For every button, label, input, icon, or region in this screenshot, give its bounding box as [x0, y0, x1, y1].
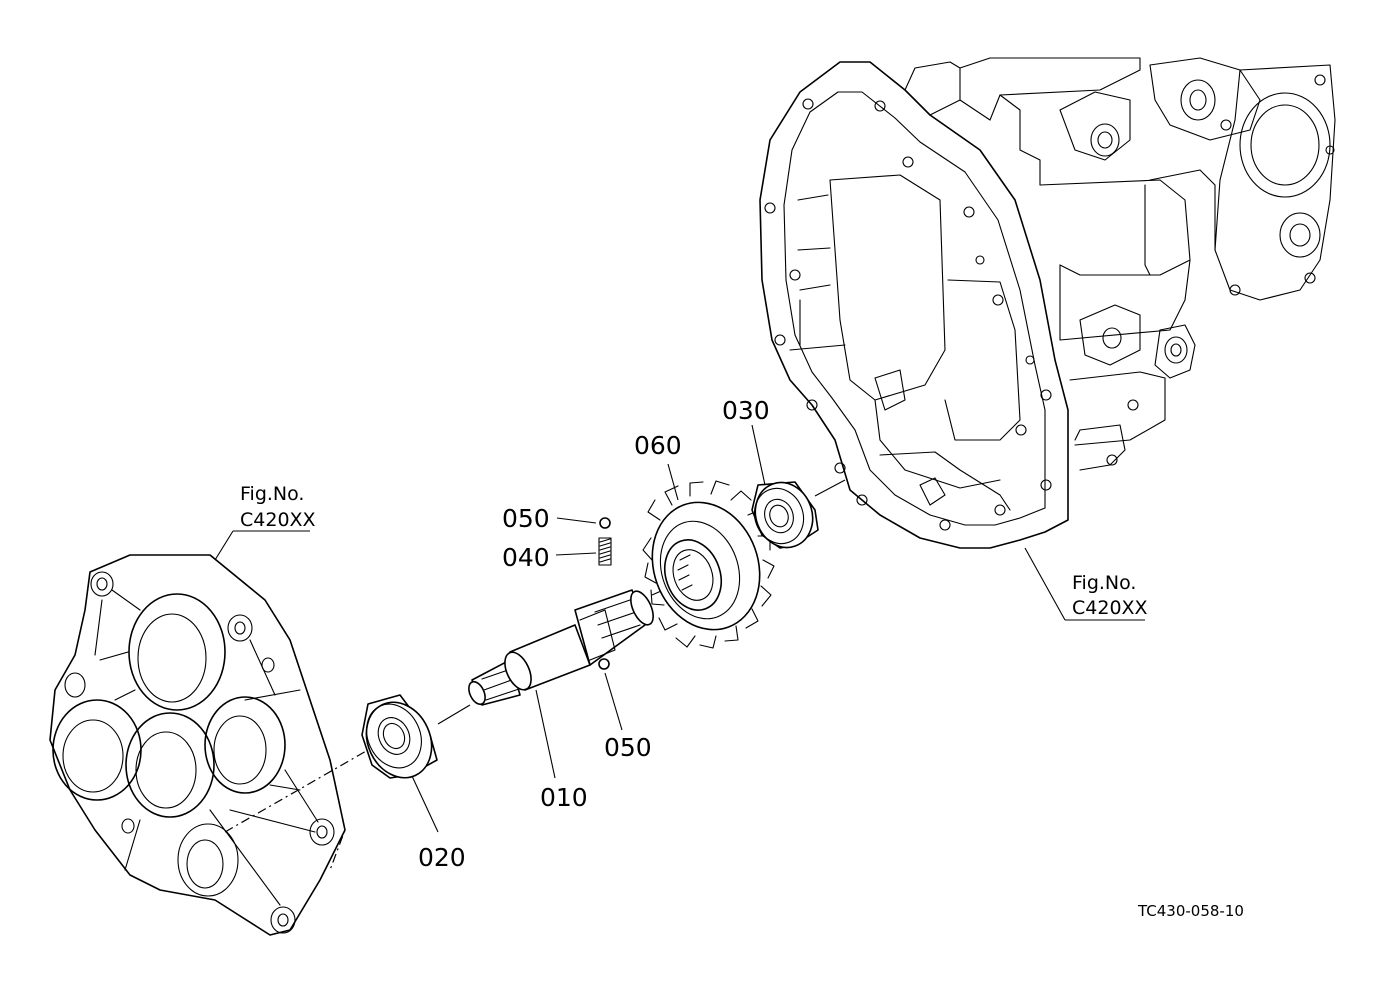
callout-050-top: 050 — [502, 504, 550, 533]
detent-ball-top — [599, 517, 611, 529]
fig-ref-right-title: Fig.No. — [1072, 572, 1136, 594]
callout-030: 030 — [722, 396, 770, 425]
callout-050-bottom: 050 — [604, 733, 652, 762]
callout-040: 040 — [502, 543, 550, 572]
callout-060: 060 — [634, 431, 682, 460]
callout-010: 010 — [540, 783, 588, 812]
fig-ref-left-code: C420XX — [240, 509, 316, 531]
callout-020: 020 — [418, 843, 466, 872]
fig-ref-right-code: C420XX — [1072, 597, 1148, 619]
drawing-code: TC430-058-10 — [1137, 902, 1244, 920]
detent-ball-bottom — [598, 658, 610, 670]
spring-040 — [598, 537, 612, 566]
leader-lines — [214, 424, 1145, 833]
fig-ref-left-title: Fig.No. — [240, 483, 304, 505]
transmission-case — [759, 57, 1336, 549]
shaft-010 — [468, 589, 654, 706]
gear-060 — [642, 480, 775, 649]
ball-bearing-020 — [361, 694, 438, 779]
front-cover-plate — [49, 554, 346, 936]
ball-bearing-030 — [751, 481, 819, 549]
